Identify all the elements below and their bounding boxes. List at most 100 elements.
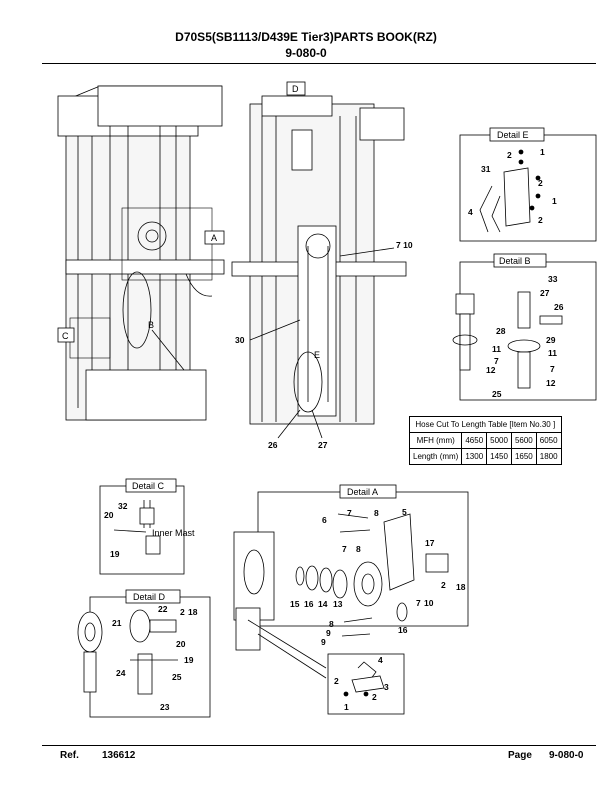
detail-d-part-22: 22: [158, 604, 168, 614]
detail-a-part-17: 17: [425, 538, 435, 548]
header-divider: [42, 63, 596, 64]
cell: 1800: [535, 448, 562, 465]
detail-d-part-2: 2: [180, 607, 185, 617]
detail-e-part-2b: 2: [538, 178, 543, 188]
footer-page-value: 9-080-0: [549, 750, 584, 761]
detail-c-hose-clamp: [113, 500, 161, 555]
detail-d-part-19: 19: [184, 655, 194, 665]
detail-b-part-11b: 11: [548, 348, 557, 358]
detail-c-label: Detail C: [132, 481, 165, 491]
detail-e-part-1a: 1: [540, 147, 545, 157]
detail-a-part-7a: 7: [347, 508, 352, 518]
hose-table-caption: Hose Cut To Length Table [Item No.30 ]: [409, 416, 562, 433]
detail-c-tab: [125, 478, 177, 493]
detail-b-cylinder-exploded: [507, 291, 563, 389]
row-label: Length (mm): [408, 448, 463, 465]
page-code: 9-080-0: [285, 46, 327, 60]
detail-a-part-16b: 16: [398, 625, 408, 635]
detail-b-cylinder-small: [452, 293, 478, 371]
cell: 1650: [510, 448, 537, 465]
detail-d-part-25: 25: [172, 672, 182, 682]
cell: 1300: [461, 448, 488, 465]
row-label: MFH (mm): [408, 432, 463, 449]
callout-b: B: [148, 320, 154, 330]
detail-a-part-18: 18: [456, 582, 466, 592]
detail-c-part-32: 32: [118, 501, 128, 511]
callout-d-box: [286, 81, 306, 96]
page-title: D70S5(SB1113/D439E Tier3)PARTS BOOK(RZ): [175, 30, 437, 44]
detail-d-sheave: [77, 609, 178, 695]
cell: 4650: [461, 432, 488, 449]
detail-b-part-33: 33: [548, 274, 558, 284]
detail-b-tab: [493, 253, 547, 268]
callout-a-box: [204, 230, 225, 245]
detail-a-part-16a: 16: [304, 599, 314, 609]
hose-cut-table: Hose Cut To Length Table [Item No.30 ] M…: [408, 416, 562, 465]
detail-b-part-7b: 7: [550, 364, 555, 374]
mast-assembly-right: [231, 95, 407, 425]
detail-b-part-26: 26: [554, 302, 564, 312]
part-7-10: 7 10: [396, 240, 413, 250]
detail-b-part-12b: 12: [546, 378, 556, 388]
detail-a-part-10: 10: [424, 598, 434, 608]
detail-a-part-2c: 2: [372, 692, 377, 702]
detail-d-part-24: 24: [116, 668, 126, 678]
detail-a-part-13: 13: [333, 599, 343, 609]
table-row: Length (mm) 1300 1450 1650 1800: [408, 448, 562, 465]
detail-e-part-1b: 1: [552, 196, 557, 206]
detail-b-part-28: 28: [496, 326, 506, 336]
part-26: 26: [268, 440, 278, 450]
detail-a-sub-frame: [327, 653, 405, 715]
detail-a-part-8b: 8: [356, 544, 361, 554]
detail-c-part-20: 20: [104, 510, 114, 520]
detail-b-part-7a: 7: [494, 356, 499, 366]
detail-a-part-14: 14: [318, 599, 328, 609]
detail-e-label: Detail E: [497, 130, 529, 140]
detail-a-tab: [339, 484, 397, 499]
detail-a-part-7b: 7: [342, 544, 347, 554]
detail-a-part-4: 4: [378, 655, 383, 665]
detail-d-part-21: 21: [112, 618, 122, 628]
detail-e-tab: [489, 127, 545, 142]
detail-d-tab: [125, 589, 181, 604]
detail-d-part-23: 23: [160, 702, 170, 712]
detail-b-part-25: 25: [492, 389, 502, 399]
detail-a-part-8c: 8: [329, 619, 334, 629]
footer-ref-label: Ref.: [60, 750, 79, 761]
inner-mast-label: Inner Mast: [152, 528, 195, 538]
detail-a-part-8a: 8: [374, 508, 379, 518]
detail-a-part-15: 15: [290, 599, 300, 609]
mast-assembly-left: [57, 85, 225, 421]
detail-a-part-1: 1: [344, 702, 349, 712]
callout-d: D: [292, 84, 299, 94]
part-27: 27: [318, 440, 328, 450]
detail-e-part-2a: 2: [507, 150, 512, 160]
detail-a-part-9a: 9: [326, 628, 331, 638]
part-30: 30: [235, 335, 245, 345]
callout-c-box: [57, 327, 75, 343]
detail-a-part-7c: 7: [416, 598, 421, 608]
detail-b-part-11a: 11: [492, 344, 501, 354]
detail-b-part-29: 29: [546, 335, 556, 345]
callout-e: E: [314, 350, 320, 360]
detail-a-label: Detail A: [347, 487, 378, 497]
cell: 5000: [486, 432, 512, 449]
footer-ref-value: 136612: [102, 750, 136, 761]
detail-a-sub-bracket: [343, 661, 385, 697]
detail-e-bracket: [479, 149, 541, 233]
detail-a-part-9b: 9: [321, 637, 326, 647]
callout-c: C: [62, 331, 69, 341]
cell: 5600: [510, 432, 537, 449]
detail-e-part-2c: 2: [538, 215, 543, 225]
cell: 1450: [486, 448, 512, 465]
footer-divider: [42, 745, 596, 746]
detail-d-part-18: 18: [188, 607, 198, 617]
detail-d-part-20: 20: [176, 639, 186, 649]
detail-b-label: Detail B: [499, 256, 531, 266]
detail-e-part-4: 4: [468, 207, 473, 217]
detail-a-part-3: 3: [384, 682, 389, 692]
detail-a-sheave-assembly: [233, 513, 449, 679]
callout-a: A: [211, 233, 217, 243]
detail-b-part-27: 27: [540, 288, 550, 298]
